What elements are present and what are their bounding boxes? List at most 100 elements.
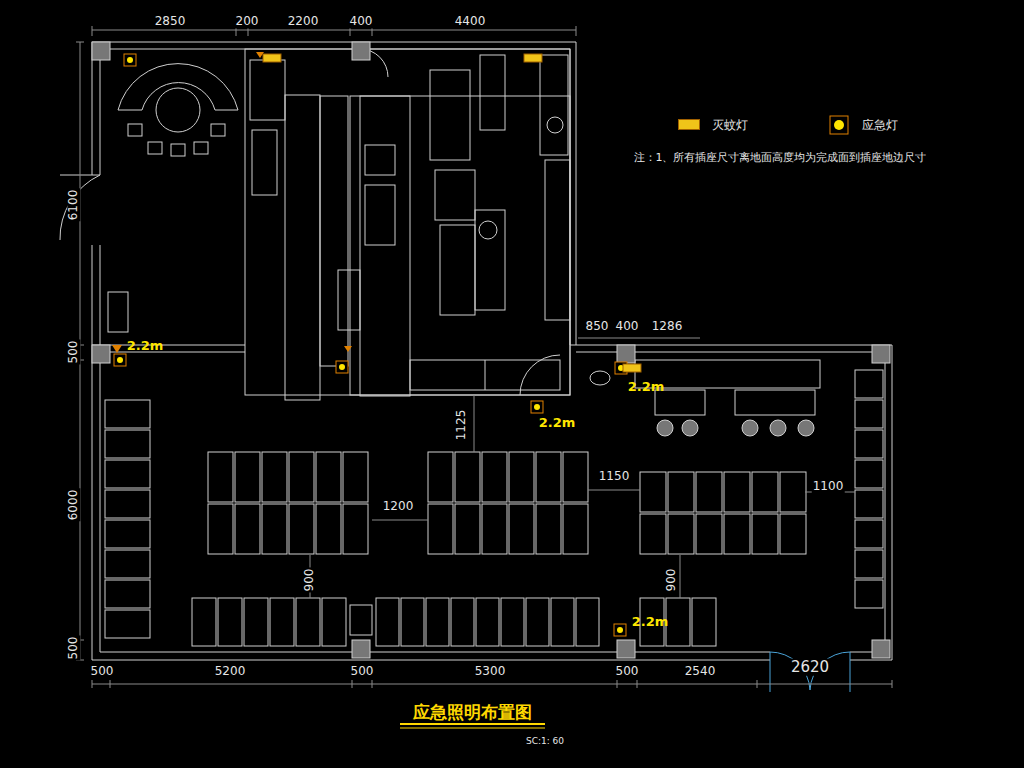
booth-seat [451, 598, 474, 646]
furniture [365, 185, 395, 245]
booth-seat [509, 452, 534, 502]
wall-line [885, 352, 886, 652]
dimension: 6000 [67, 489, 80, 522]
dimension: 2620 [790, 659, 830, 676]
legend-swatch [678, 119, 700, 130]
furniture [338, 270, 360, 330]
emergency-lamp [614, 624, 626, 636]
cabinet [108, 292, 128, 332]
furniture [540, 55, 568, 155]
table [855, 490, 883, 518]
emergency-lamp [114, 354, 126, 366]
column [617, 345, 635, 363]
emergency-lamp-dot [117, 357, 123, 363]
booth-seat [428, 504, 453, 554]
furniture [365, 145, 395, 175]
booth-seat [401, 598, 424, 646]
booth-seat [696, 472, 722, 512]
mounting-height: 2.2m [627, 380, 666, 394]
booth-seat [316, 504, 341, 554]
booth-seat [576, 598, 599, 646]
round-booth [118, 64, 238, 110]
sink [590, 371, 610, 385]
booth-seat [316, 452, 341, 502]
wall-line [850, 660, 892, 661]
dimension: 1286 [651, 320, 684, 333]
wall-line [92, 660, 770, 661]
dimension: 5200 [214, 665, 247, 678]
furniture [285, 95, 320, 400]
dimension-tick [617, 680, 618, 688]
booth-seat [208, 504, 233, 554]
booth-seat [235, 452, 260, 502]
dimension: 2200 [287, 15, 320, 28]
booth-seat [536, 452, 561, 502]
dimension: 1150 [598, 470, 631, 483]
booth-seat [455, 452, 480, 502]
chair [148, 142, 162, 154]
booth-seat [192, 598, 216, 646]
emergency-lamp-dot [127, 57, 133, 63]
booth-seat [501, 598, 524, 646]
furniture [320, 96, 348, 366]
table [105, 550, 150, 578]
legend-text: 应急灯 [862, 117, 898, 134]
furniture [252, 130, 277, 195]
booth-seat [640, 514, 666, 554]
dimension: 5300 [474, 665, 507, 678]
table [855, 520, 883, 548]
booth-seat [476, 598, 499, 646]
scale-caption: SC:1: 60 [526, 736, 564, 746]
legend-emergency-dot [834, 120, 844, 130]
dimension-tick [92, 26, 93, 36]
table [105, 580, 150, 608]
booth-seat [376, 598, 399, 646]
furniture [735, 390, 815, 415]
dimension-tick [92, 680, 93, 688]
booth-seat [289, 504, 314, 554]
dimension: 850 [585, 320, 610, 333]
booth-seat [270, 598, 294, 646]
booth-seat [244, 598, 268, 646]
column [92, 345, 110, 363]
emergency-lamp [124, 54, 136, 66]
booth-seat [752, 514, 778, 554]
furniture [360, 96, 410, 396]
mounting-height: 2.2m [126, 339, 165, 353]
title-underline [400, 728, 545, 729]
dimension: 1125 [455, 409, 468, 442]
dimension-tick [352, 680, 353, 688]
note-text: 注：1、所有插座尺寸离地面高度均为完成面到插座地边尺寸 [633, 152, 928, 164]
dimension-tick [637, 680, 638, 688]
booth-seat [208, 452, 233, 502]
furniture [430, 70, 470, 160]
dimension: 4400 [454, 15, 487, 28]
column [352, 640, 370, 658]
booth-seat [692, 598, 716, 646]
table [105, 610, 150, 638]
column [872, 640, 890, 658]
mosquito-lamp [263, 54, 281, 62]
dimension: 2540 [684, 665, 717, 678]
booth-seat [218, 598, 242, 646]
lamp-mark [256, 52, 264, 58]
booth-seat [426, 598, 449, 646]
column [872, 345, 890, 363]
booth-seat [428, 452, 453, 502]
table [105, 520, 150, 548]
stool [742, 420, 758, 436]
booth-seat [668, 472, 694, 512]
furniture [435, 170, 475, 220]
wall-line [100, 245, 101, 652]
table [105, 430, 150, 458]
dimension-tick [757, 680, 758, 688]
legend-text: 灭蚊灯 [712, 117, 748, 134]
table [105, 490, 150, 518]
booth-seat [666, 598, 690, 646]
booth-seat [536, 504, 561, 554]
table [105, 460, 150, 488]
stool [770, 420, 786, 436]
wall-line [92, 245, 93, 660]
table [855, 580, 883, 608]
lamp-mark [344, 346, 352, 352]
